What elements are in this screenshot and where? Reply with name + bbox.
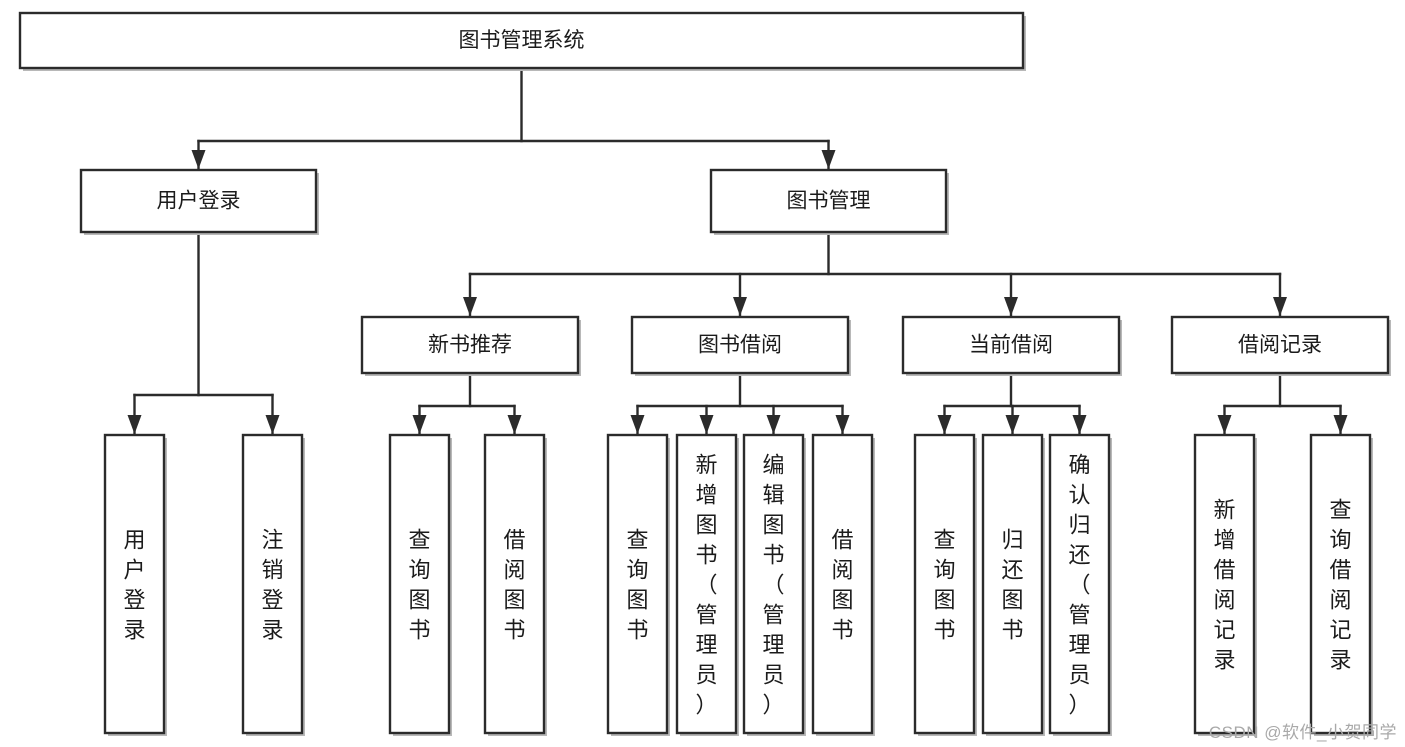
node-label: 借阅图书 [831,527,853,642]
node-box[interactable] [79,168,318,234]
node-leaf-query-record[interactable]: 查询借阅记录 [1309,433,1373,736]
node-leaf-confirm-return[interactable]: 确认归还（管理员） [1048,433,1112,736]
node-leaf-query-book-3[interactable]: 查询图书 [913,433,977,736]
node-label: 注销登录 [261,527,283,642]
node-leaf-add-book[interactable]: 新增图书（管理员） [675,433,739,736]
node-root[interactable]: 图书管理系统 [18,11,1026,71]
node-box[interactable] [483,433,546,735]
edge-group-book-borrow [630,371,850,436]
node-box[interactable] [630,315,850,375]
edge-group-borrow-record [1217,371,1348,436]
node-label: 查询图书 [626,527,648,642]
node-box[interactable] [709,168,948,234]
node-label: 当前借阅 [969,334,1053,357]
node-book-manage[interactable]: 图书管理 [709,168,949,235]
edge-group-current-borrow [937,371,1087,436]
node-label: 借阅记录 [1238,334,1322,357]
node-label: 查询借阅记录 [1329,497,1351,672]
node-label: 归还图书 [1001,527,1023,642]
node-leaf-user-login[interactable]: 用户登录 [103,433,167,736]
node-label: 借阅图书 [503,527,525,642]
edge-group-root [191,66,836,171]
node-new-book-rec[interactable]: 新书推荐 [360,315,581,376]
node-label: 用户登录 [157,190,241,213]
node-leaf-edit-book[interactable]: 编辑图书（管理员） [742,433,806,736]
edge-group-user-login [127,230,280,436]
node-box[interactable] [1170,315,1390,375]
node-label: 用户登录 [123,527,145,642]
node-leaf-query-book-2[interactable]: 查询图书 [606,433,670,736]
node-leaf-borrow-book-2[interactable]: 借阅图书 [811,433,875,736]
node-layer: 图书管理系统用户登录图书管理新书推荐图书借阅当前借阅借阅记录用户登录注销登录查询… [18,11,1391,736]
node-label: 确认归还（管理员） [1068,452,1090,717]
node-box[interactable] [811,433,874,735]
node-leaf-return-book[interactable]: 归还图书 [981,433,1045,736]
connector-layer [127,66,1348,436]
node-label: 新增借阅记录 [1213,497,1235,672]
node-box[interactable] [18,11,1025,70]
node-user-login[interactable]: 用户登录 [79,168,319,235]
node-box[interactable] [1048,433,1111,735]
node-box[interactable] [1193,433,1256,735]
node-label: 图书管理系统 [459,29,585,52]
node-box[interactable] [981,433,1044,735]
node-box[interactable] [742,433,805,735]
edge-group-book-manage [463,230,1287,318]
node-label: 新书推荐 [428,334,512,357]
node-box[interactable] [1309,433,1372,735]
node-box[interactable] [103,433,166,735]
node-label: 图书管理 [787,190,871,213]
node-leaf-add-record[interactable]: 新增借阅记录 [1193,433,1257,736]
node-label: 编辑图书（管理员） [762,452,784,717]
node-box[interactable] [360,315,580,375]
edge-group-new-book-rec [412,371,522,436]
node-label: 查询图书 [933,527,955,642]
node-leaf-query-book-1[interactable]: 查询图书 [388,433,452,736]
node-label: 新增图书（管理员） [695,452,717,717]
node-label: 查询图书 [408,527,430,642]
node-label: 图书借阅 [698,334,782,357]
node-box[interactable] [675,433,738,735]
node-leaf-logout[interactable]: 注销登录 [241,433,305,736]
node-box[interactable] [913,433,976,735]
node-box[interactable] [606,433,669,735]
node-box[interactable] [388,433,451,735]
node-box[interactable] [241,433,304,735]
node-box[interactable] [901,315,1121,375]
watermark-label: CSDN @软件_小贺同学 [1208,723,1397,742]
node-borrow-record[interactable]: 借阅记录 [1170,315,1391,376]
node-book-borrow[interactable]: 图书借阅 [630,315,851,376]
node-leaf-borrow-book-1[interactable]: 借阅图书 [483,433,547,736]
node-current-borrow[interactable]: 当前借阅 [901,315,1122,376]
